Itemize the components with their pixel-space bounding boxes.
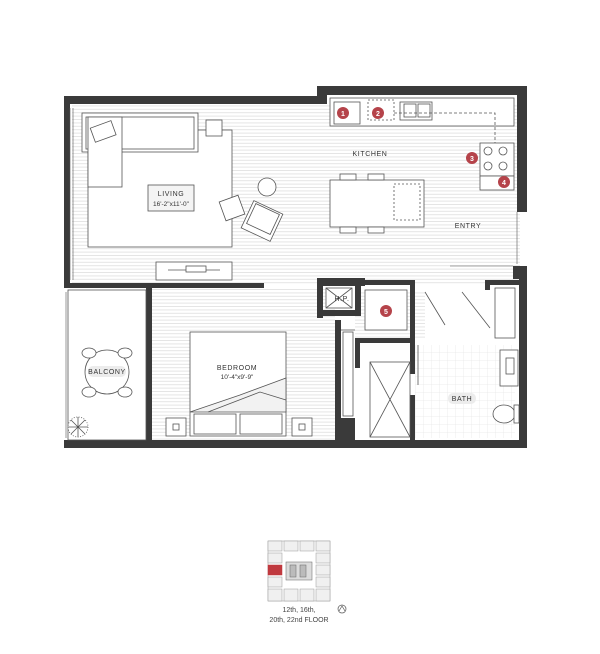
marker-1-label: 1 [341, 111, 345, 118]
bedroom-size: 10'-4"x9'-9" [221, 374, 254, 381]
kitchen-label: KITCHEN [353, 151, 388, 158]
marker-4-label: 4 [502, 180, 506, 187]
marker-5 [380, 305, 392, 317]
bath-label: BATH [452, 396, 473, 403]
marker-2 [372, 107, 384, 119]
utility-closets [325, 287, 516, 417]
keyplan [267, 540, 331, 602]
bath-fixtures [369, 349, 520, 438]
marker-1 [337, 107, 349, 119]
bedroom-furniture [165, 331, 313, 437]
appliance-markers: 1 2 3 4 5 [337, 107, 510, 317]
marker-2-label: 2 [376, 111, 380, 118]
living-label: LIVING [158, 191, 185, 198]
kitchen-furniture [329, 97, 518, 267]
marker-5-label: 5 [384, 309, 388, 316]
balcony-furniture [67, 289, 147, 441]
windows [65, 108, 74, 438]
marker-4 [498, 176, 510, 188]
balcony-label-bg [88, 366, 126, 377]
walls [64, 86, 527, 448]
north-arrow-icon [337, 604, 347, 614]
living-size: 16'-2"x11'-0" [153, 201, 190, 208]
entry-label: ENTRY [455, 223, 482, 230]
room-labels: KITCHEN LIVING 16'-2"x11'-0" ENTRY H.P. … [88, 151, 481, 404]
floor-list-line2: 20th, 22nd FLOOR [269, 617, 328, 624]
balcony-label: BALCONY [88, 369, 126, 376]
marker-3-label: 3 [470, 156, 474, 163]
living-furniture [81, 112, 284, 281]
hp-label: H.P. [334, 296, 349, 303]
bedroom-label: BEDROOM [217, 365, 257, 372]
floor-list-line1: 12th, 16th, [282, 607, 315, 614]
bath-label-bg [448, 393, 476, 404]
marker-3 [466, 152, 478, 164]
